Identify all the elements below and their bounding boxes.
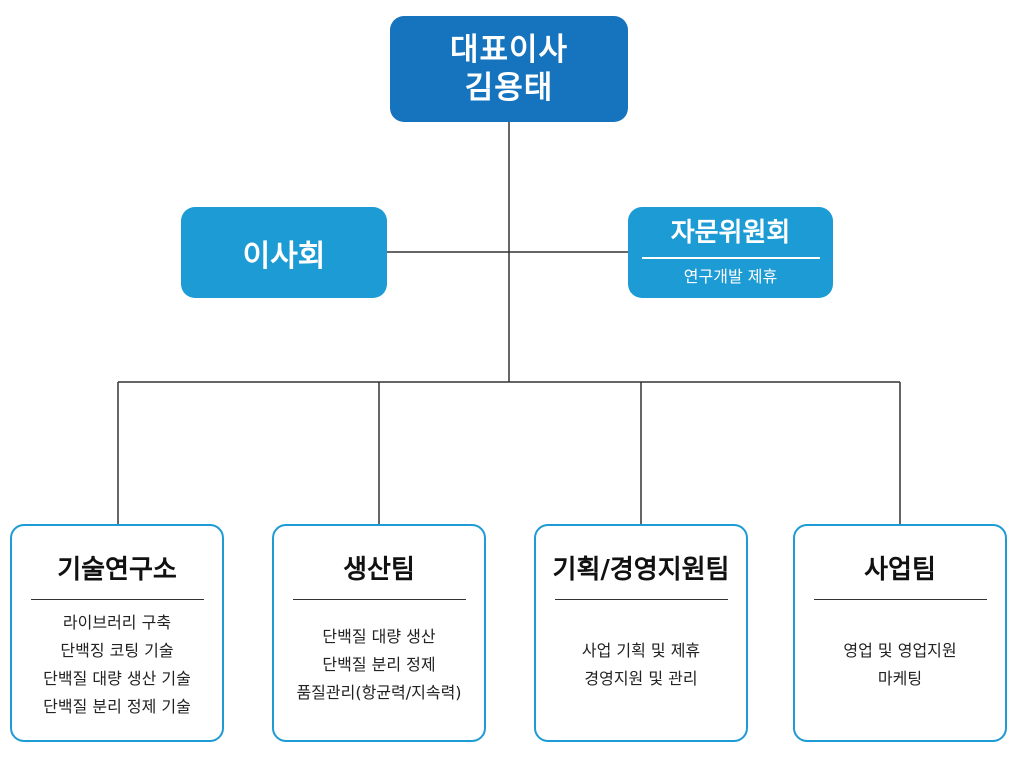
advisory-subtitle: 연구개발 제휴 xyxy=(683,267,778,286)
team-divider xyxy=(554,599,728,600)
team-item-list: 영업 및 영업지원 마케팅 xyxy=(843,600,956,740)
team-item: 영업 및 영업지원 xyxy=(843,641,957,660)
team-item: 단백질 분리 정제 xyxy=(322,655,436,674)
team-item: 단백징 코팅 기술 xyxy=(60,641,174,660)
team-item-list: 라이브러리 구축 단백징 코팅 기술 단백질 대량 생산 기술 단백질 분리 정… xyxy=(43,600,191,740)
team-item: 단백질 대량 생산 xyxy=(322,627,436,646)
team-box-production: 생산팀 단백질 대량 생산 단백질 분리 정제 품질관리(항균력/지속력) xyxy=(272,524,486,742)
advisory-divider xyxy=(641,257,820,259)
team-item: 경영지원 및 관리 xyxy=(584,669,698,688)
team-item: 단백질 분리 정제 기술 xyxy=(43,697,191,716)
team-divider xyxy=(813,599,987,600)
ceo-box: 대표이사 김용태 xyxy=(390,16,628,122)
team-item-list: 단백질 대량 생산 단백질 분리 정제 품질관리(항균력/지속력) xyxy=(296,600,461,740)
team-divider xyxy=(30,599,204,600)
team-divider xyxy=(292,599,466,600)
team-box-planning-management: 기획/경영지원팀 사업 기획 및 제휴 경영지원 및 관리 xyxy=(534,524,748,742)
advisory-title: 자문위원회 xyxy=(670,218,791,248)
team-title: 기술연구소 xyxy=(57,555,177,585)
team-item: 사업 기획 및 제휴 xyxy=(581,641,701,660)
ceo-role: 대표이사 xyxy=(449,32,569,68)
team-item: 마케팅 xyxy=(877,669,923,688)
team-title: 기획/경영지원팀 xyxy=(552,555,730,585)
team-item: 라이브러리 구축 xyxy=(62,613,172,632)
team-box-research-lab: 기술연구소 라이브러리 구축 단백징 코팅 기술 단백질 대량 생산 기술 단백… xyxy=(10,524,224,742)
team-title: 생산팀 xyxy=(343,555,415,585)
team-item: 품질관리(항균력/지속력) xyxy=(296,683,462,702)
team-title: 사업팀 xyxy=(864,555,936,585)
board-title: 이사회 xyxy=(242,238,326,274)
team-item: 단백질 대량 생산 기술 xyxy=(43,669,191,688)
advisory-box: 자문위원회 연구개발 제휴 xyxy=(628,207,833,298)
team-item-list: 사업 기획 및 제휴 경영지원 및 관리 xyxy=(582,600,700,740)
ceo-name: 김용태 xyxy=(464,70,554,106)
team-box-business: 사업팀 영업 및 영업지원 마케팅 xyxy=(793,524,1007,742)
board-box: 이사회 xyxy=(181,207,387,298)
